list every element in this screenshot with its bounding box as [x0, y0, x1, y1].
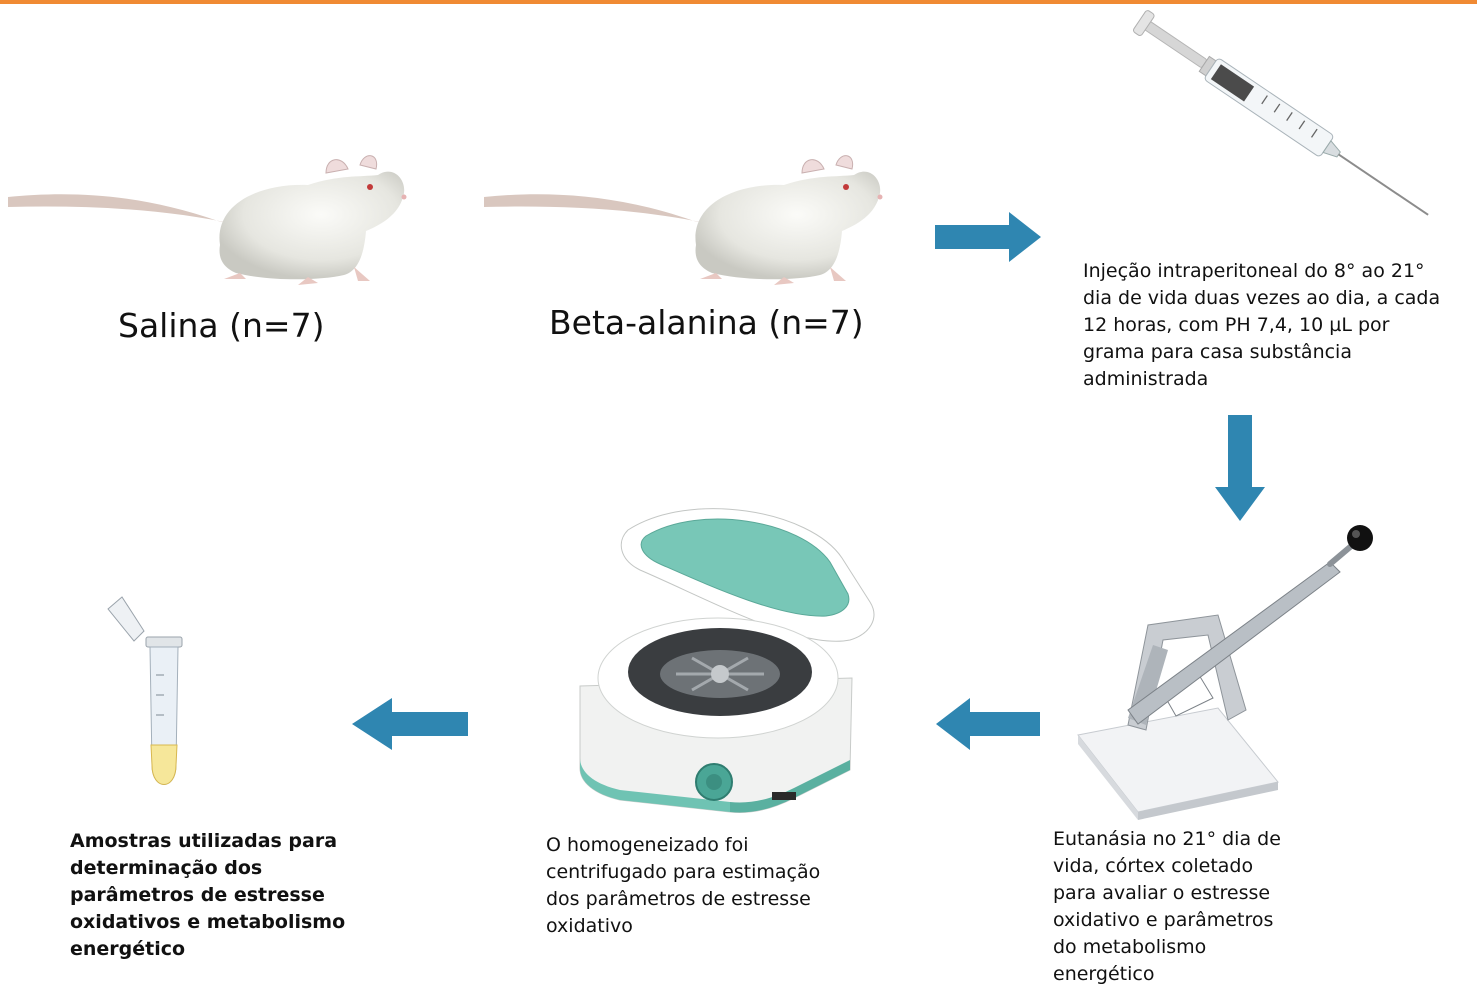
- arrow-right-icon: [935, 212, 1041, 262]
- syringe-icon: [1125, 20, 1445, 235]
- group-label-saline: Salina (n=7): [118, 306, 324, 345]
- rat-icon: [8, 135, 428, 295]
- arrow-left-icon: [352, 698, 468, 750]
- guillotine-icon: [1068, 520, 1378, 810]
- group-label-beta-alanine: Beta-alanina (n=7): [549, 303, 864, 342]
- caption-centrifuge: O homogeneizado foi centrifugado para es…: [546, 832, 820, 940]
- arrow-left-icon: [936, 698, 1040, 750]
- top-accent-bar: [0, 0, 1477, 4]
- caption-samples: Amostras utilizadas para determinação do…: [70, 828, 345, 963]
- sample-tube-icon: [100, 595, 200, 805]
- caption-euthanasia: Eutanásia no 21° dia de vida, córtex col…: [1053, 826, 1281, 988]
- rat-icon: [484, 135, 904, 295]
- arrow-down-icon: [1215, 415, 1265, 521]
- caption-injection: Injeção intraperitoneal do 8° ao 21° dia…: [1083, 258, 1440, 393]
- centrifuge-icon: [580, 490, 880, 810]
